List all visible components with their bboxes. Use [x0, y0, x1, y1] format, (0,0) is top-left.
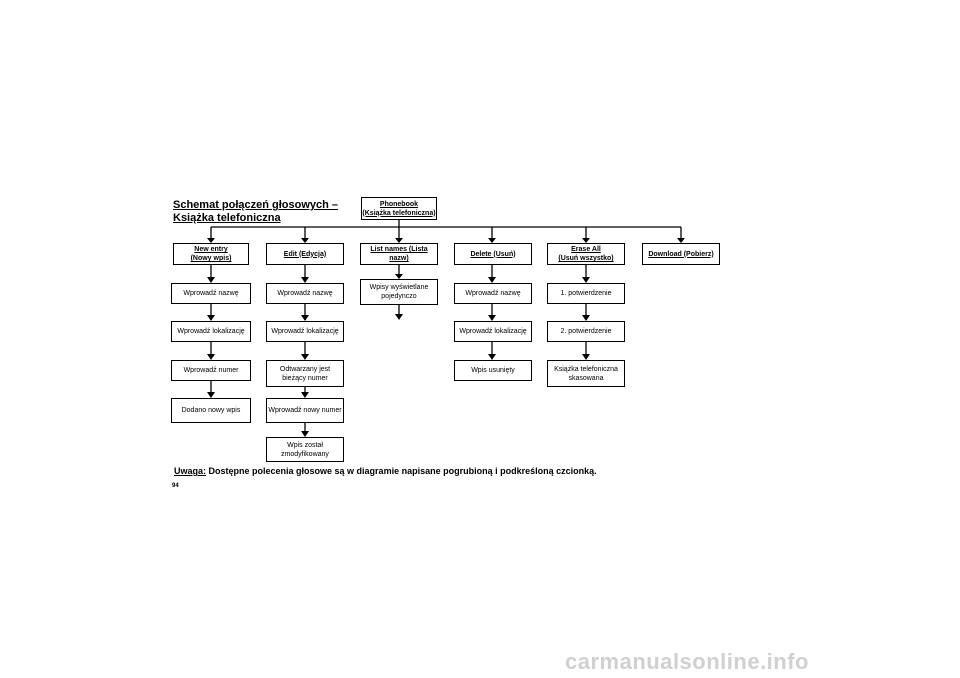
erase-all-step-2: 2. potwierdzenie [547, 321, 625, 342]
header-new-entry: New entry (Nowy wpis) [173, 243, 249, 265]
watermark: carmanualsonline.info [565, 649, 809, 674]
edit-step-4: Wprowadź nowy numer [266, 398, 344, 423]
edit-step-5: Wpis został zmodyfikowany [266, 437, 344, 462]
footnote-label: Uwaga: [174, 466, 207, 476]
erase-all-step-3: Książka telefoniczna skasowana [547, 360, 625, 387]
list-names-step-1: Wpisy wyświetlane pojedynczo [360, 279, 438, 305]
edit-step-1: Wprowadź nazwę [266, 283, 344, 304]
edit-step-2: Wprowadź lokalizację [266, 321, 344, 342]
header-list-names: List names (Lista nazw) [360, 243, 438, 265]
new-entry-step-2: Wprowadź lokalizację [171, 321, 251, 342]
new-entry-step-1: Wprowadź nazwę [171, 283, 251, 304]
erase-all-step-1: 1. potwierdzenie [547, 283, 625, 304]
delete-step-3: Wpis usunięty [454, 360, 532, 381]
header-erase-all: Erase All (Usuń wszystko) [547, 243, 625, 265]
title-line-1: Schemat połączeń głosowych – [173, 199, 339, 211]
footnote-text: Dostępne polecenia głosowe są w diagrami… [206, 466, 597, 476]
delete-step-1: Wprowadź nazwę [454, 283, 532, 304]
footnote: Uwaga: Dostępne polecenia głosowe są w d… [174, 466, 597, 476]
root-phonebook-box: Phonebook (Książka telefoniczna) [361, 197, 437, 220]
new-entry-step-3: Wprowadź numer [171, 360, 251, 381]
title-line-2: Książka telefoniczna [173, 212, 281, 224]
edit-step-3: Odtwarzany jest bieżący numer [266, 360, 344, 387]
header-edit: Edit (Edycja) [266, 243, 344, 265]
new-entry-step-4: Dodano nowy wpis [171, 398, 251, 423]
diagram-title: Schemat połączeń głosowych – Książka tel… [173, 199, 338, 225]
page-number: 94 [172, 483, 179, 489]
header-delete: Delete (Usuń) [454, 243, 532, 265]
header-download: Download (Pobierz) [642, 243, 720, 265]
delete-step-2: Wprowadź lokalizację [454, 321, 532, 342]
